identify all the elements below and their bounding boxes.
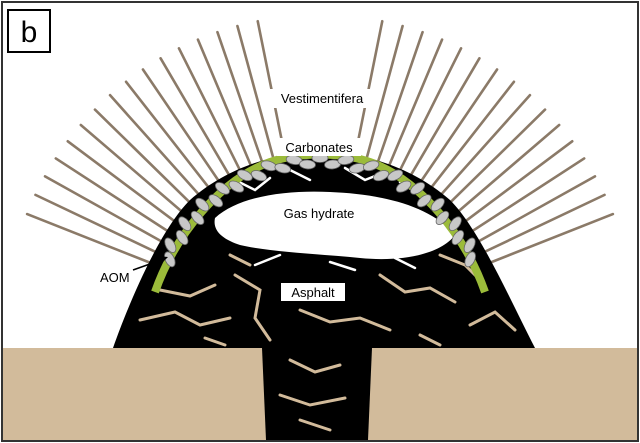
asphalt-label: Asphalt: [291, 285, 335, 300]
carbonates-label: Carbonates: [285, 140, 353, 155]
vestimentifera-label-group: Vestimentifera: [266, 89, 378, 108]
panel-label: b: [21, 16, 38, 49]
aom-label: AOM: [100, 270, 130, 285]
gas-hydrate-label-group: Gas hydrate: [272, 204, 366, 222]
carbonates-label-group: Carbonates: [277, 138, 361, 156]
gas-hydrate-label: Gas hydrate: [284, 206, 355, 221]
asphalt-label-group: Asphalt: [281, 283, 345, 301]
vestimentifera-label: Vestimentifera: [281, 91, 364, 106]
